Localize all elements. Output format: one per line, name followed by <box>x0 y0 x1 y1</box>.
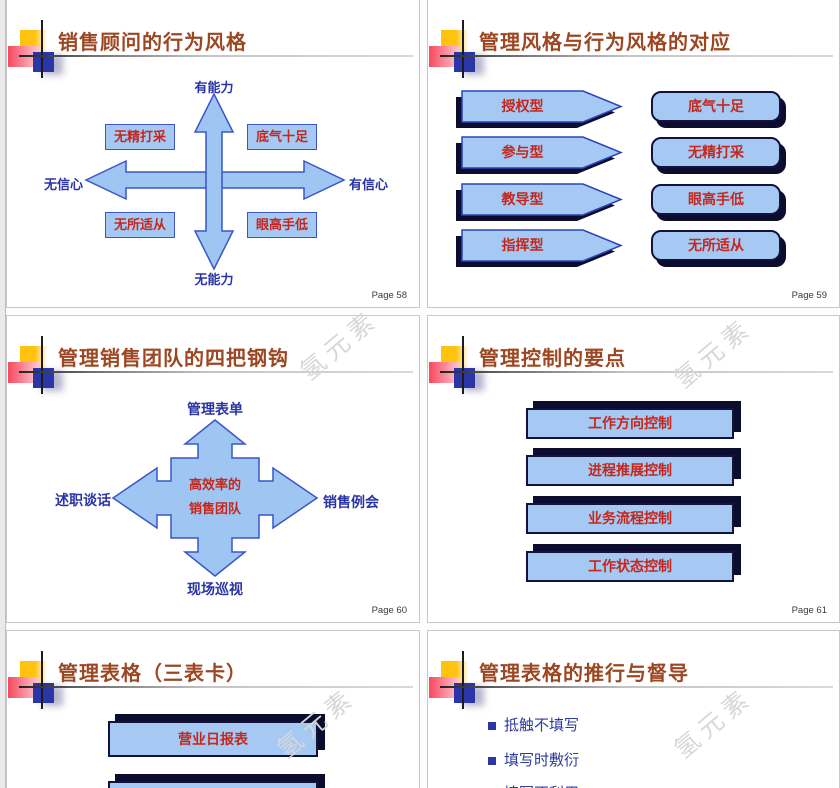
hook-label-bottom: 现场巡视 <box>187 581 243 597</box>
arrow-shape-icon <box>456 90 623 128</box>
quadrant-box: 眼高手低 <box>247 212 317 238</box>
quadrant-box: 无所适从 <box>105 212 175 238</box>
slide-title: 管理销售团队的四把钢钩 <box>58 348 289 370</box>
form-box: 营业日报表 <box>108 721 318 757</box>
slide-page-59[interactable]: 管理风格与行为风格的对应 授权型 参与型 教导型 <box>427 0 840 308</box>
template-logo-icon <box>462 20 464 78</box>
template-logo-icon <box>41 20 43 78</box>
slide-title: 销售顾问的行为风格 <box>58 32 247 54</box>
template-logo-icon <box>41 651 43 709</box>
axis-label-right: 有信心 <box>349 177 389 192</box>
center-text-line: 高效率的 <box>188 477 241 492</box>
cross-arrows-icon <box>84 92 346 271</box>
arrow-shape-icon <box>456 183 623 221</box>
slide-title: 管理表格（三表卡） <box>58 663 247 685</box>
slide-title: 管理控制的要点 <box>479 348 626 370</box>
control-box: 业务流程控制 <box>526 503 734 534</box>
template-logo-icon <box>454 368 475 388</box>
quadrant-box: 底气十足 <box>247 124 317 150</box>
management-style-arrow: 授权型 <box>456 89 628 133</box>
template-logo-icon <box>33 683 54 703</box>
bullet-icon <box>488 722 496 730</box>
template-logo-icon <box>454 52 475 72</box>
title-underline <box>19 55 413 57</box>
slide-title: 管理表格的推行与督导 <box>479 663 689 685</box>
style-label: 指挥型 <box>501 237 544 253</box>
hook-label-top: 管理表单 <box>187 401 243 417</box>
hook-label-right: 销售例会 <box>323 494 379 510</box>
style-label: 教导型 <box>501 191 544 207</box>
axis-label-bottom: 无能力 <box>194 272 234 287</box>
management-style-arrow: 指挥型 <box>456 228 628 272</box>
title-underline <box>440 55 833 57</box>
template-logo-icon <box>33 52 54 72</box>
quadrant-box: 无精打采 <box>105 124 175 150</box>
title-underline <box>19 686 413 688</box>
hook-label-left: 述职谈话 <box>55 492 111 508</box>
left-gutter <box>0 0 6 788</box>
slide-page-61[interactable]: 管理控制的要点 工作方向控制 进程推展控制 业务流程控制 工作状态控制 Page… <box>427 315 840 623</box>
slide-page-58[interactable]: 销售顾问的行为风格 有能力 无能力 无信心 有信心 无精打采 底气十足 无所适从… <box>6 0 420 308</box>
bullet-icon <box>488 757 496 765</box>
title-underline <box>440 686 833 688</box>
page-number: Page 58 <box>371 290 407 301</box>
slide-form-supervision[interactable]: 管理表格的推行与督导 抵触不填写 填写时敷衍 填写不利用 <box>427 630 840 788</box>
bullet-item: 填写不利用 <box>504 785 579 788</box>
axis-label-left: 无信心 <box>43 177 83 192</box>
control-box: 工作状态控制 <box>526 551 734 582</box>
behavior-box: 眼高手低 <box>651 184 781 215</box>
template-logo-icon <box>462 336 464 394</box>
bullet-item: 填写时敷衍 <box>504 752 580 769</box>
center-text-line: 销售团队 <box>188 501 241 516</box>
control-box: 工作方向控制 <box>526 408 734 439</box>
page-number: Page 60 <box>371 605 407 616</box>
four-way-arrow-icon <box>111 419 319 577</box>
management-style-arrow: 教导型 <box>456 182 628 226</box>
control-box: 进程推展控制 <box>526 455 734 486</box>
arrow-shape-icon <box>456 136 623 174</box>
title-underline <box>440 371 833 373</box>
template-logo-icon <box>462 651 464 709</box>
template-logo-icon <box>33 368 54 388</box>
template-logo-icon <box>41 336 43 394</box>
page-number: Page 61 <box>791 605 827 616</box>
style-label: 参与型 <box>501 144 544 160</box>
form-box <box>108 781 318 788</box>
behavior-box: 无精打采 <box>651 137 781 168</box>
style-label: 授权型 <box>501 98 544 114</box>
behavior-box: 底气十足 <box>651 91 781 122</box>
arrow-shape-icon <box>456 229 623 267</box>
title-underline <box>19 371 413 373</box>
management-style-arrow: 参与型 <box>456 135 628 179</box>
behavior-box: 无所适从 <box>651 230 781 261</box>
axis-label-top: 有能力 <box>194 80 234 95</box>
bullet-item: 抵触不填写 <box>504 717 580 734</box>
page-number: Page 59 <box>791 290 827 301</box>
slide-title: 管理风格与行为风格的对应 <box>479 32 731 54</box>
slide-form-tables[interactable]: 管理表格（三表卡） 营业日报表 <box>6 630 420 788</box>
template-logo-icon <box>454 683 475 703</box>
slide-page-60[interactable]: 管理销售团队的四把钢钩 管理表单 述职谈话 销售例会 现场巡视 高效率的 销售团… <box>6 315 420 623</box>
